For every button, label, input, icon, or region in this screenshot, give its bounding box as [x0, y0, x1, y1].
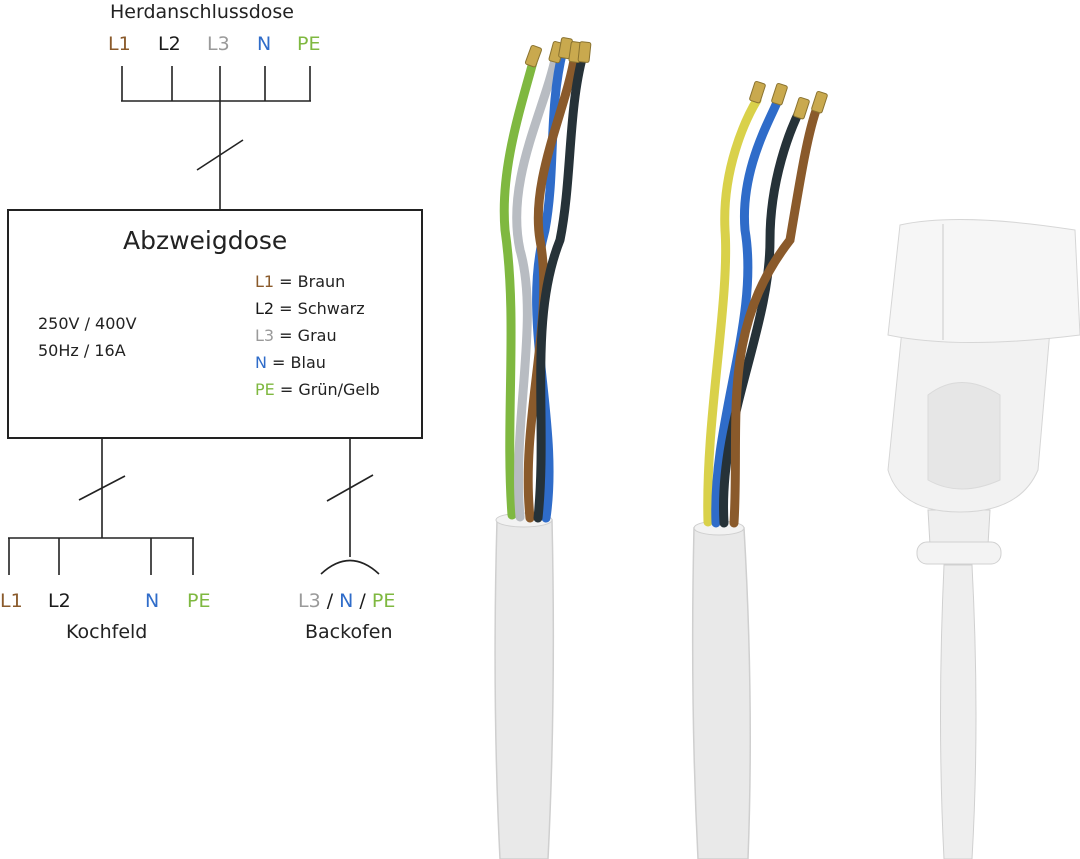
legend-item-l1: L1 = Braun: [255, 272, 345, 291]
oven-feed: [320, 438, 380, 575]
legend-code: L3: [255, 326, 275, 345]
legend-item-l2: L2 = Schwarz: [255, 299, 365, 318]
oven-terminal-pe: PE: [371, 590, 396, 612]
hob-terminal-n: N: [145, 590, 160, 612]
supply-bus: [121, 66, 311, 210]
oven-separator: /: [353, 590, 372, 612]
supply-terminal-l3: L3: [207, 33, 230, 55]
hob-terminal-l1: L1: [0, 590, 23, 612]
hob-terminal-pe: PE: [187, 590, 211, 612]
legend-name: Blau: [290, 353, 326, 372]
cable-five-core: [494, 37, 592, 859]
junction-box-frame: [7, 209, 423, 439]
supply-terminal-pe: PE: [297, 33, 321, 55]
supply-title: Herdanschlussdose: [110, 1, 294, 23]
legend-item-n: N = Blau: [255, 353, 326, 372]
legend-name: Schwarz: [297, 299, 365, 318]
supply-terminal-n: N: [257, 33, 272, 55]
spec-frequency-current: 50Hz / 16A: [38, 341, 126, 360]
hob-terminal-l2: L2: [48, 590, 71, 612]
oven-terminal-n: N: [339, 590, 354, 612]
legend-item-pe: PE = Grün/Gelb: [255, 380, 380, 399]
legend-separator: =: [274, 299, 298, 318]
oven-terminal-l3: L3: [298, 590, 321, 612]
legend-item-l3: L3 = Grau: [255, 326, 337, 345]
hob-bus: [8, 438, 194, 575]
oven-name: Backofen: [305, 621, 393, 643]
junction-box-title: Abzweigdose: [123, 226, 288, 255]
plug-connector: [887, 219, 1080, 859]
legend-separator: =: [274, 326, 298, 345]
legend-code: L2: [255, 299, 275, 318]
legend-separator: =: [274, 380, 299, 399]
legend-name: Braun: [297, 272, 346, 291]
hob-name: Kochfeld: [66, 621, 148, 643]
legend-name: Grau: [297, 326, 337, 345]
spec-voltage: 250V / 400V: [38, 314, 137, 333]
oven-terminals: L3 / N / PE: [298, 590, 395, 612]
supply-terminal-l1: L1: [108, 33, 131, 55]
legend-code: N: [255, 353, 267, 372]
legend-name: Grün/Gelb: [298, 380, 380, 399]
legend-code: L1: [255, 272, 275, 291]
legend-code: PE: [255, 380, 275, 399]
supply-terminal-l2: L2: [158, 33, 181, 55]
cable-four-core: [691, 80, 828, 859]
legend-separator: =: [274, 272, 298, 291]
oven-separator: /: [320, 590, 340, 612]
legend-separator: =: [266, 353, 291, 372]
